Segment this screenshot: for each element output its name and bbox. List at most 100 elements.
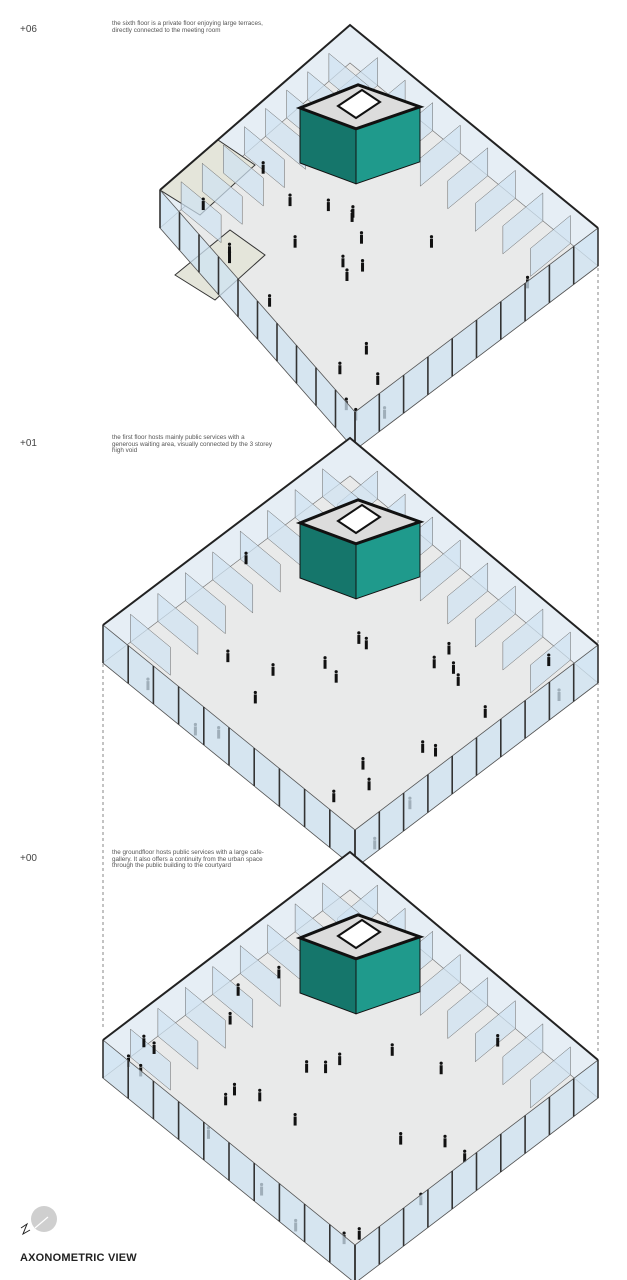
- person-figure: [447, 641, 451, 646]
- person-figure: [399, 1132, 403, 1136]
- person-figure: [224, 1096, 228, 1106]
- person-figure: [224, 1092, 228, 1096]
- roof-edge: [102, 850, 599, 1061]
- person-figure: [277, 965, 281, 969]
- person-figure: [496, 1033, 500, 1038]
- person-figure: [277, 969, 281, 979]
- person-figure: [443, 1134, 447, 1138]
- glass-partition: [130, 613, 171, 676]
- glass-partition: [185, 986, 226, 1049]
- person-figure: [253, 694, 257, 704]
- person-figure: [293, 1112, 297, 1117]
- skylight: [336, 88, 382, 120]
- person-figure: [152, 1044, 156, 1054]
- glass-partition: [239, 945, 281, 1008]
- person-figure: [228, 254, 232, 264]
- person-figure: [364, 636, 368, 640]
- person-figure: [429, 238, 433, 248]
- person-figure: [288, 193, 292, 197]
- alignment-guides: [102, 232, 599, 1052]
- person-figure: [261, 164, 265, 174]
- person-figure: [142, 1034, 146, 1038]
- glass-partition: [530, 631, 571, 694]
- glass-partition: [530, 1046, 571, 1109]
- person-figure: [399, 1135, 403, 1145]
- glass-partition: [244, 126, 285, 189]
- person-figure: [483, 705, 487, 709]
- roof-edge: [159, 23, 599, 229]
- person-figure: [376, 372, 380, 376]
- person-figure: [434, 747, 438, 757]
- person-figure: [439, 1065, 443, 1075]
- person-figure: [354, 407, 358, 412]
- person-figure: [432, 655, 436, 659]
- person-figure: [376, 375, 380, 385]
- glass-partition: [185, 572, 226, 635]
- glass-partition: [157, 1007, 199, 1070]
- glass-partition: [502, 1023, 544, 1086]
- person-figure: [288, 197, 292, 207]
- glass-partition: [201, 162, 243, 225]
- person-figure: [142, 1038, 146, 1048]
- person-figure: [227, 242, 232, 246]
- person-figure: [126, 1054, 131, 1058]
- person-figure: [326, 198, 330, 202]
- person-figure: [267, 294, 272, 298]
- person-figure: [361, 262, 365, 272]
- person-figure: [367, 777, 371, 781]
- person-figure: [525, 275, 530, 279]
- level-label-01: +01: [20, 438, 37, 449]
- person-figure: [338, 1052, 342, 1056]
- person-figure: [429, 235, 434, 239]
- person-figure: [323, 659, 327, 669]
- person-figure: [345, 271, 349, 281]
- person-figure: [324, 1064, 328, 1074]
- person-figure: [338, 1056, 342, 1066]
- person-figure: [483, 708, 487, 718]
- person-figure: [447, 645, 451, 655]
- person-figure: [463, 1153, 467, 1163]
- person-figure: [390, 1043, 394, 1047]
- person-figure: [367, 781, 371, 791]
- person-figure: [305, 1063, 309, 1073]
- person-figure: [364, 640, 368, 650]
- person-figure: [364, 345, 368, 355]
- person-figure: [496, 1037, 500, 1047]
- roof-edge: [102, 436, 599, 646]
- person-figure: [227, 246, 231, 256]
- person-figure: [232, 1086, 236, 1096]
- person-figure: [342, 1231, 346, 1235]
- person-figure: [268, 297, 272, 307]
- person-figure: [253, 690, 257, 695]
- glass-partition: [502, 608, 544, 671]
- person-figure: [439, 1061, 443, 1065]
- person-figure: [226, 649, 230, 653]
- person-figure: [341, 258, 345, 268]
- person-figure: [361, 757, 365, 761]
- person-figure: [261, 161, 265, 165]
- floor-description-00: the groundfloor hosts public services wi…: [112, 849, 264, 870]
- person-figure: [443, 1138, 447, 1148]
- person-figure: [293, 1116, 297, 1126]
- person-figure: [547, 657, 551, 667]
- floor-description-06: the sixth floor is a private floor enjoy…: [112, 20, 263, 34]
- person-figure: [232, 1082, 237, 1086]
- person-figure: [456, 676, 460, 686]
- glass-partition: [157, 592, 199, 655]
- glass-partition: [447, 147, 489, 210]
- level-label-06: +06: [20, 24, 37, 35]
- person-figure: [463, 1149, 467, 1153]
- person-figure: [228, 1011, 232, 1016]
- person-figure: [201, 201, 205, 211]
- person-figure: [258, 1088, 262, 1092]
- glass-partition: [180, 181, 222, 244]
- glass-partition: [475, 1000, 516, 1063]
- person-figure: [357, 1230, 361, 1240]
- person-figure: [244, 551, 248, 555]
- glass-partition: [475, 169, 516, 232]
- person-figure: [421, 743, 425, 753]
- floor-plates: [102, 23, 599, 1280]
- person-figure: [332, 789, 336, 793]
- person-figure: [228, 1015, 232, 1025]
